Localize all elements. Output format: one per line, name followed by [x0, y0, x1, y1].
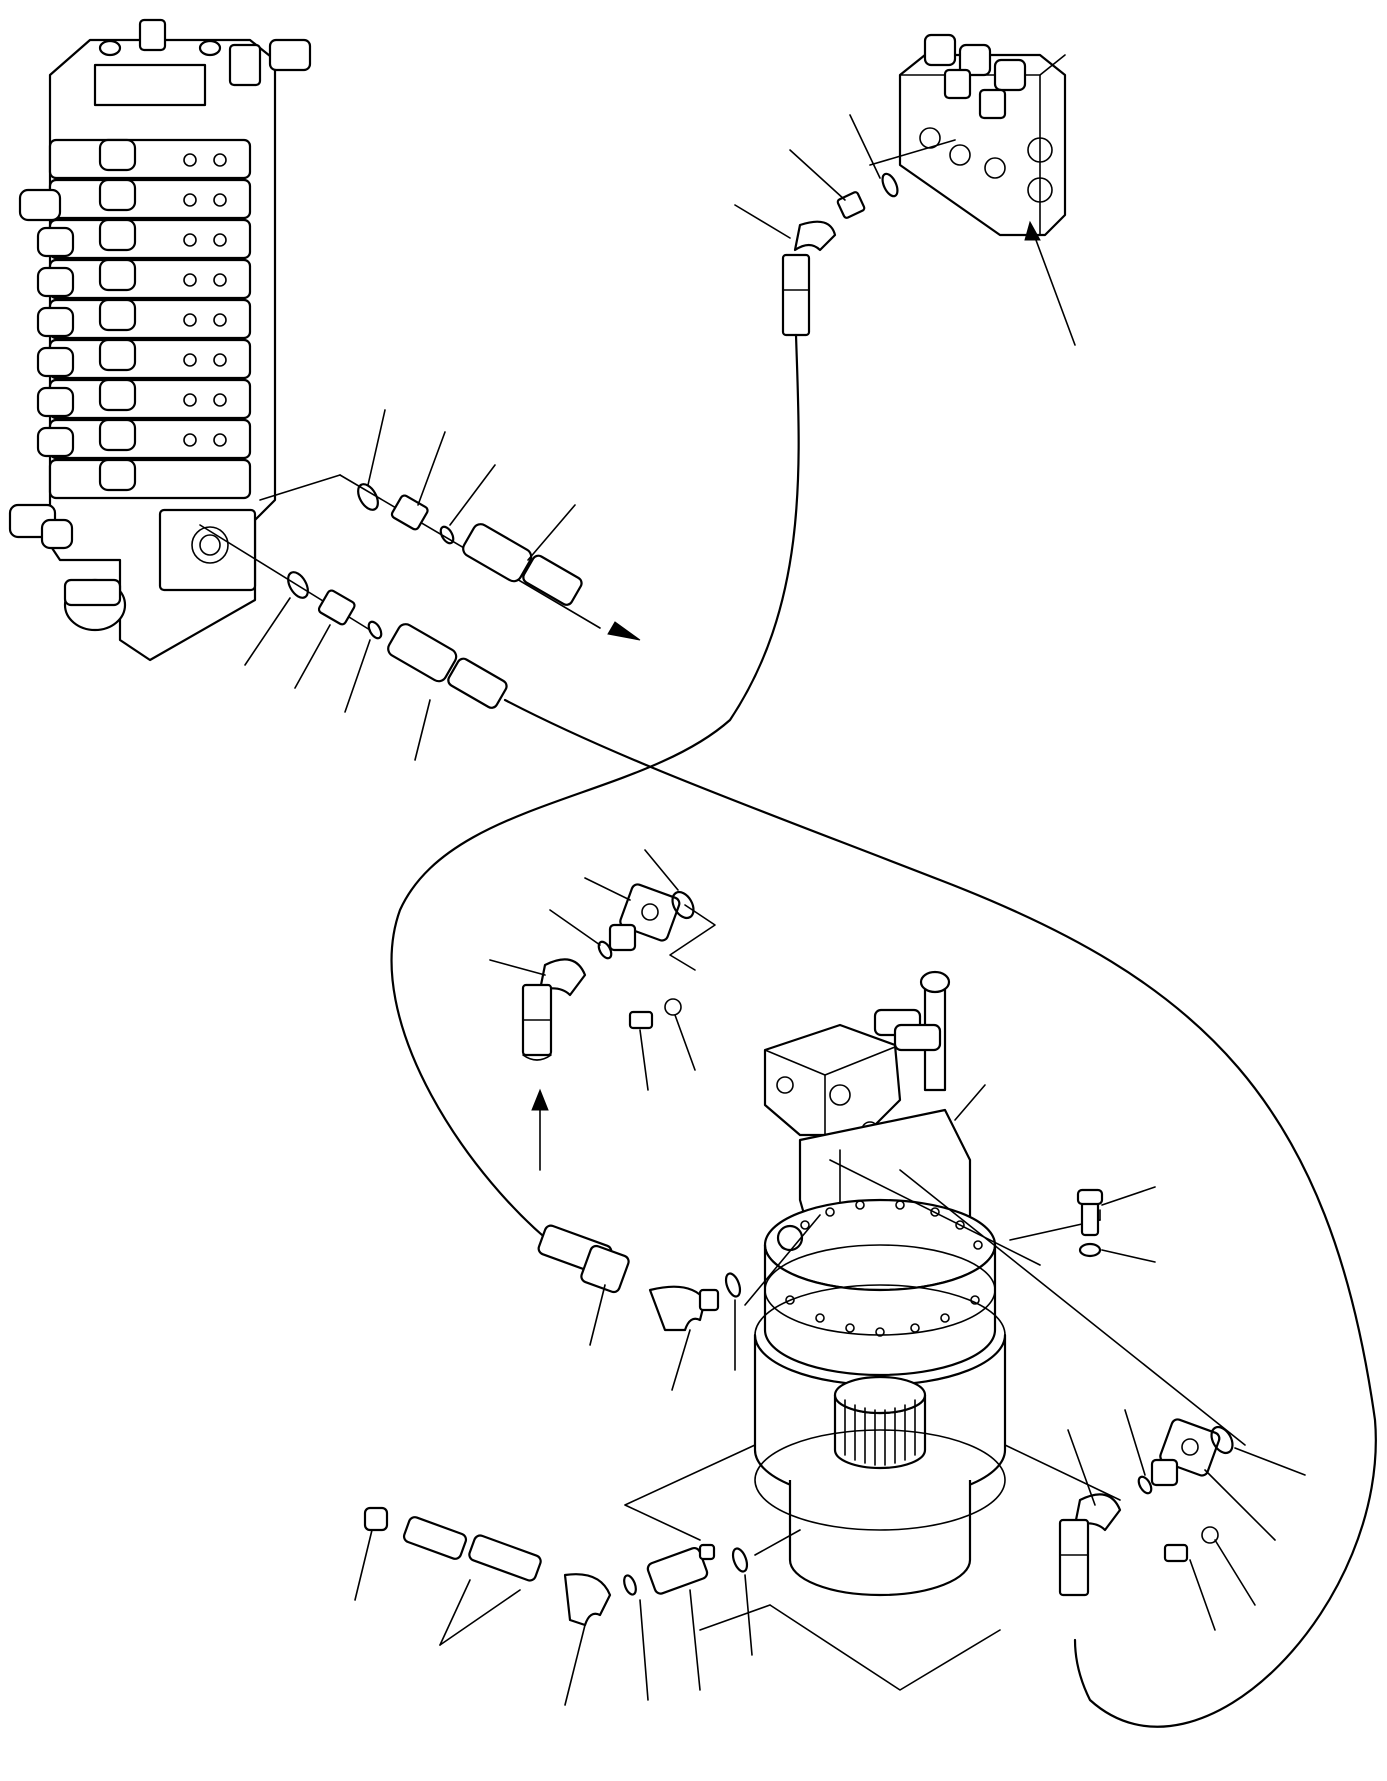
callout-leaders-upper-flange	[489, 849, 696, 1091]
swing-motor	[753, 970, 1007, 1597]
motor-bracket-lines	[624, 1159, 1246, 1691]
pinion-teeth	[844, 1399, 916, 1466]
lower-valve-fittings	[199, 524, 508, 709]
upper-flange-group	[521, 883, 716, 1061]
callout-leaders-bottom	[354, 1529, 753, 1706]
upper-flange-arrow	[531, 1088, 549, 1171]
right-flange-group	[1058, 1418, 1234, 1597]
pilot-block-flow-arrow	[1024, 220, 1076, 346]
pilot-block	[898, 33, 1067, 237]
upper-valve-fittings	[259, 474, 641, 641]
callout-leaders-pilot	[734, 114, 881, 239]
callout-leaders-right-flange	[1067, 1409, 1306, 1631]
valve-port-holes	[183, 153, 227, 447]
control-valve	[8, 18, 312, 662]
pilot-hose-fittings	[781, 139, 956, 337]
right-bolt-washer	[1076, 1186, 1156, 1263]
callout-leaders-left-motor	[589, 1084, 986, 1391]
spool-end-caps	[8, 138, 137, 550]
hoses	[390, 333, 1377, 1728]
bottom-drain-line	[363, 1506, 801, 1627]
left-motor-hose-end	[537, 1224, 742, 1332]
callout-leaders-valve	[244, 409, 576, 761]
